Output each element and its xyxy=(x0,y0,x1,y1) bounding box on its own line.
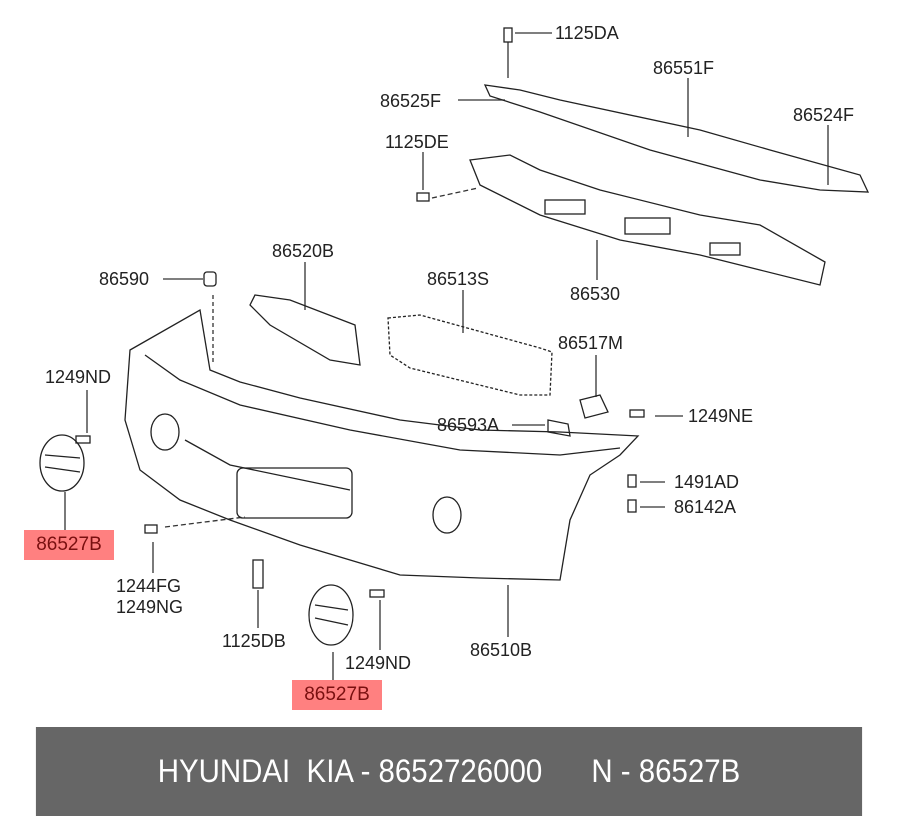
label-86517M: 86517M xyxy=(558,333,624,353)
label-86527B-left-highlight: 86527B xyxy=(24,530,114,560)
label-1249NE: 1249NE xyxy=(688,406,754,426)
label-86590: 86590 xyxy=(99,269,150,289)
label-1491AD: 1491AD xyxy=(674,472,740,492)
label-1249ND-bottom: 1249ND xyxy=(345,653,412,673)
leader-lines xyxy=(64,32,829,680)
footer-banner: HYUNDAI KIA - 8652726000 N - 86527B xyxy=(35,727,863,816)
part-86551F xyxy=(483,84,870,193)
label-86527B-bottom-highlight: 86527B xyxy=(292,680,382,710)
footer-separator: - xyxy=(352,753,379,789)
label-1249ND-left: 1249ND xyxy=(45,367,112,387)
footer-brand: HYUNDAI KIA xyxy=(157,753,353,789)
label-1125DA: 1125DA xyxy=(555,23,619,43)
label-86513S: 86513S xyxy=(427,269,490,289)
label-1244FG: 1244FG xyxy=(116,576,182,596)
part-86527B-bottom xyxy=(308,584,354,646)
label-86520B: 86520B xyxy=(272,241,335,261)
label-1125DE: 1125DE xyxy=(385,132,449,152)
footer-part-number: 8652726000 xyxy=(378,753,543,789)
part-86527B-left xyxy=(39,434,85,492)
label-86524F: 86524F xyxy=(793,105,855,125)
label-86593A: 86593A xyxy=(437,415,500,435)
label-86551F: 86551F xyxy=(653,58,715,78)
bolt-icons xyxy=(75,27,645,598)
part-86530 xyxy=(469,154,826,286)
label-86510B: 86510B xyxy=(470,640,533,660)
part-86520B xyxy=(249,294,361,366)
label-86142A: 86142A xyxy=(674,497,737,517)
label-86525F: 86525F xyxy=(380,91,442,111)
label-1125DB: 1125DB xyxy=(222,631,286,651)
label-1249NG: 1249NG xyxy=(116,597,184,617)
part-86510B xyxy=(124,308,640,581)
diagram-drawing xyxy=(39,27,870,680)
label-86530: 86530 xyxy=(570,284,621,304)
footer-ref: N - 86527B xyxy=(591,753,741,789)
part-86513S xyxy=(387,314,553,396)
